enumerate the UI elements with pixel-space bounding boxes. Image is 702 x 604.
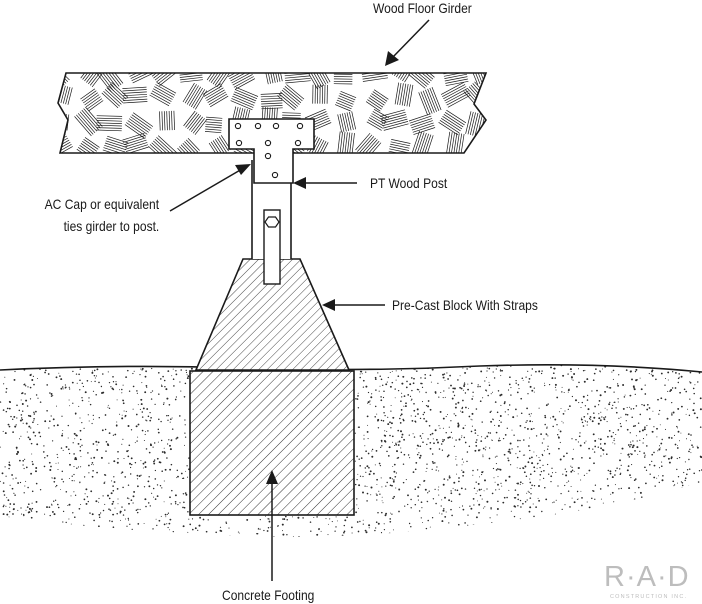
- logo-subtitle: CONSTRUCTION INC.: [610, 594, 688, 600]
- wood-floor-girder: [57, 72, 488, 154]
- label-pt-wood-post: PT Wood Post: [370, 175, 448, 191]
- nail-hole-icon: [294, 139, 302, 147]
- precast-block: [194, 258, 351, 371]
- strap-bolt-icon: [264, 216, 280, 228]
- label-concrete-footing: Concrete Footing: [222, 587, 315, 603]
- nail-hole-icon: [264, 139, 272, 147]
- label-precast-block: Pre-Cast Block With Straps: [392, 297, 538, 313]
- girder-arrow: [385, 19, 430, 66]
- nail-hole-icon: [271, 171, 279, 179]
- company-logo: R·A·D CONSTRUCTION INC.: [596, 560, 702, 604]
- logo-mark: R·A·D: [604, 561, 690, 593]
- nail-hole-icon: [234, 122, 242, 130]
- nail-hole-icon: [235, 139, 243, 147]
- block-arrow: [322, 299, 385, 311]
- cap-arrow: [169, 164, 251, 212]
- cap-nail-holes: [234, 122, 304, 179]
- nail-hole-icon: [272, 122, 280, 130]
- label-wood-floor-girder: Wood Floor Girder: [373, 0, 472, 16]
- nail-hole-icon: [254, 122, 262, 130]
- ground-line: [0, 364, 702, 373]
- label-ac-cap-line2: ties girder to post.: [63, 218, 159, 234]
- post-arrow: [293, 177, 357, 189]
- block-strap: [263, 209, 281, 285]
- nail-hole-icon: [264, 152, 272, 160]
- label-ac-cap-line1: AC Cap or equivalent: [44, 196, 159, 212]
- leader-lines: [169, 19, 430, 581]
- footing-arrow: [266, 470, 278, 581]
- nail-hole-icon: [296, 122, 304, 130]
